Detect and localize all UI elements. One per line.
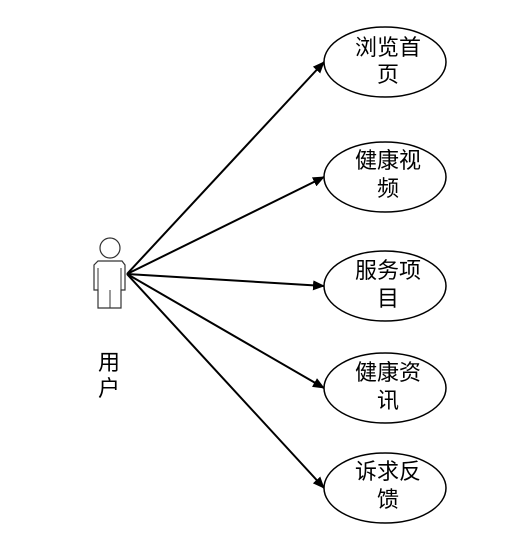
actor-label-line2: 户 [98, 377, 120, 402]
use-case-ellipse [323, 26, 447, 98]
association-arrow-3 [126, 273, 325, 291]
use-case-label-line1: 诉求反 [355, 460, 421, 485]
actor-label-line1: 用 [98, 351, 120, 376]
actor-body [93, 260, 126, 309]
use-case-label-line2: 频 [377, 177, 399, 202]
use-case-ellipse [323, 352, 447, 424]
use-case-health-news: 健康资 讯 [323, 352, 447, 424]
associations [126, 61, 325, 489]
association-arrow-2 [126, 176, 325, 275]
actor-figure [93, 237, 126, 309]
use-case-label-line1: 服务项 [355, 259, 421, 284]
use-case-label-line1: 浏览首 [355, 36, 421, 61]
use-case-label-line2: 馈 [377, 488, 399, 513]
use-case-label-line1: 健康资 [355, 361, 421, 386]
use-case-feedback: 诉求反 馈 [323, 452, 447, 524]
use-case-label-line2: 页 [377, 63, 399, 88]
use-case-ellipse [323, 141, 447, 213]
association-arrow-1 [126, 61, 325, 275]
use-case-ellipse [323, 452, 447, 524]
use-case-health-video: 健康视 频 [323, 141, 447, 213]
use-case-label-line2: 目 [377, 287, 399, 312]
use-case-service-items: 服务项 目 [323, 250, 447, 322]
use-case-label-line2: 讯 [377, 389, 399, 414]
use-case-label-line1: 健康视 [355, 149, 421, 174]
association-arrow-4 [126, 273, 325, 389]
use-case-browse-home: 浏览首 页 [323, 26, 447, 98]
actor-head [99, 237, 121, 259]
association-arrow-5 [126, 273, 325, 489]
use-case-ellipse [323, 250, 447, 322]
